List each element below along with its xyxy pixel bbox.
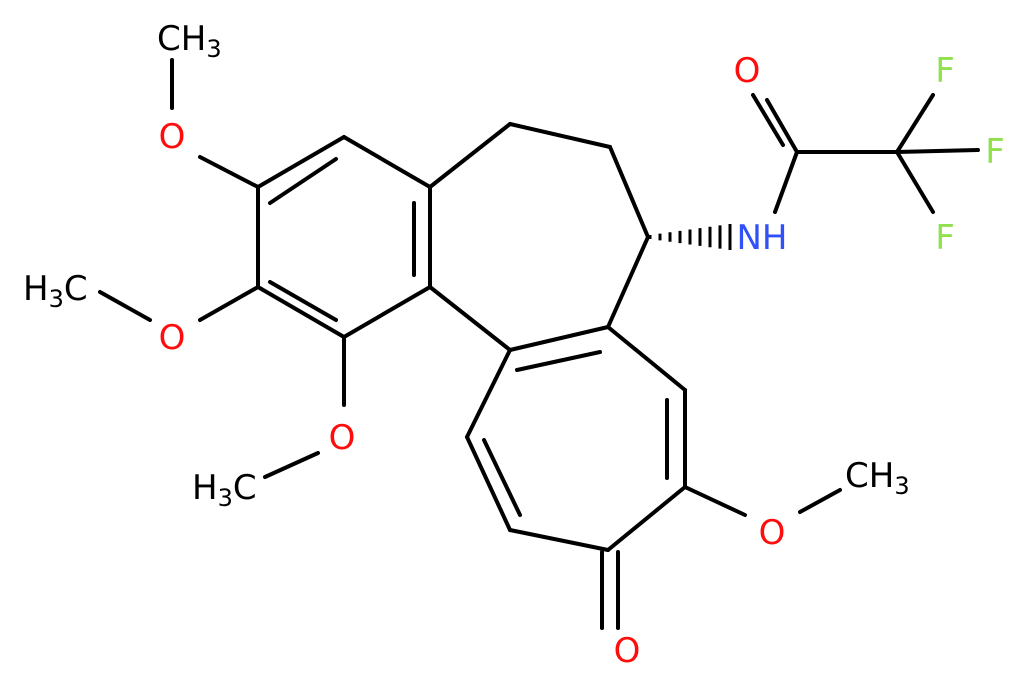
bond [765, 98, 799, 154]
bond [608, 145, 650, 239]
bond [256, 285, 346, 339]
methyl-label-mid-sub: 3 [49, 285, 64, 313]
atom-nh: NH [737, 218, 788, 258]
methyl-label-top-main: CH [157, 19, 206, 59]
bond [508, 528, 610, 552]
bond [895, 148, 980, 154]
atom-o-methoxy-1: O [329, 418, 356, 458]
bond [98, 290, 152, 322]
methyl-label-right-sub: 3 [894, 472, 909, 500]
atom-f-right: F [985, 132, 1005, 172]
bond [465, 348, 512, 439]
bond [606, 235, 650, 329]
bond [198, 285, 260, 322]
methyl-label-low: H3C [192, 468, 257, 512]
bond [342, 285, 432, 339]
bond [773, 150, 799, 214]
bond [895, 93, 935, 154]
atom-o-methoxy-2: O [159, 318, 186, 358]
bond [606, 325, 687, 392]
methyl-label-low-tail: C [233, 468, 257, 508]
bond [798, 488, 842, 514]
atom-o-amide: O [734, 51, 761, 91]
bond [342, 135, 432, 189]
bond [256, 135, 346, 189]
bond [428, 122, 512, 189]
methyl-label-top-sub: 3 [206, 35, 221, 63]
methyl-label-right-main: CH [845, 456, 894, 496]
methyl-label-mid-tail: C [64, 269, 88, 309]
methyl-label-mid-main: H [23, 269, 49, 309]
methyl-label-low-sub: 3 [218, 484, 233, 512]
bond [268, 280, 338, 322]
hash-lines [648, 224, 732, 250]
methyl-label-mid: H3C [23, 269, 88, 313]
bond [263, 451, 320, 479]
bond [751, 93, 785, 147]
bond [508, 325, 610, 352]
atom-o-methoxy-3: O [159, 117, 186, 157]
bond-layer [98, 58, 980, 630]
bond [508, 122, 612, 149]
bond [683, 485, 747, 517]
bond [465, 435, 512, 532]
bond [482, 438, 522, 517]
methyl-label-low-main: H [192, 468, 218, 508]
bond [515, 350, 602, 372]
bond [198, 155, 260, 189]
bond [428, 285, 512, 352]
bond [268, 157, 338, 205]
methyl-label-right: CH3 [845, 456, 910, 500]
bond [606, 485, 687, 552]
atom-f-bottom: F [935, 218, 955, 258]
atom-f-top: F [935, 51, 955, 91]
bond [895, 150, 935, 214]
methyl-label-top: CH3 [157, 19, 222, 63]
atom-o-methoxy-10: O [759, 513, 786, 553]
atom-o-ketone: O [614, 631, 641, 671]
